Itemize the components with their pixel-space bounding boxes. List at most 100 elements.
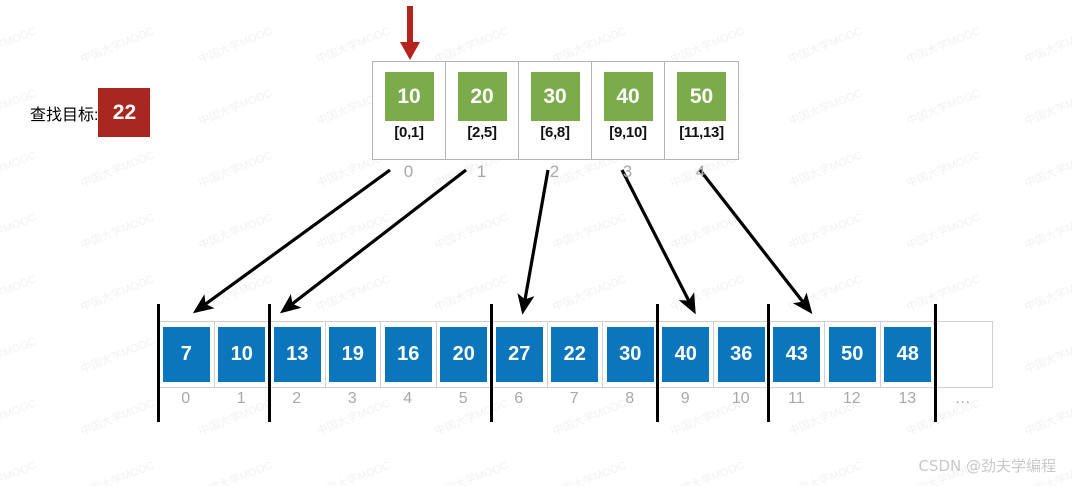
index-block-cell[interactable]: 20[2,5] — [446, 62, 519, 159]
watermark-tile: 中国大学MOOC — [787, 211, 865, 252]
watermark-tile: 中国大学MOOC — [432, 0, 511, 5]
segment-separator — [933, 304, 937, 422]
data-array-index-label: 3 — [347, 390, 357, 407]
index-block-cell[interactable]: 50 [11,13] — [665, 62, 738, 159]
data-array-index-label: 1 — [236, 390, 246, 407]
watermark-tile: 中国大学MOOC — [0, 459, 39, 486]
watermark-tile: 中国大学MOOC — [0, 397, 39, 438]
link-arrow-block2 — [517, 169, 550, 315]
data-array-index-label: 0 — [181, 390, 191, 407]
target-pointer-arrow-icon — [400, 6, 420, 60]
index-block-index-label: 0 — [403, 162, 414, 181]
data-array-cell[interactable]: 36 — [714, 322, 770, 387]
watermark-tile: 中国大学MOOC — [787, 87, 865, 128]
segment-separator — [267, 304, 271, 422]
data-array-cell[interactable]: 22 — [548, 322, 603, 387]
watermark-tile: 中国大学MOOC — [78, 0, 157, 5]
data-array-index-label: 4 — [403, 390, 413, 407]
watermark-tile: 中国大学MOOC — [79, 211, 157, 252]
data-array-index-label: 12 — [842, 390, 861, 407]
data-array-cell[interactable]: 40 — [659, 322, 714, 387]
watermark-tile: 中国大学MOOC — [197, 87, 275, 128]
watermark-tile: 中国大学MOOC — [433, 273, 511, 314]
index-block-value: 40 — [603, 72, 653, 121]
watermark-tile: 中国大学MOOC — [551, 459, 629, 486]
data-array-cell[interactable]: 27 — [492, 322, 548, 387]
index-block-cell[interactable]: 40 [9,10] — [592, 62, 665, 159]
link-arrow-block1 — [279, 168, 467, 314]
watermark-tile: 中国大学MOOC — [905, 211, 983, 252]
watermark-tile: 中国大学MOOC — [433, 211, 511, 252]
index-block-index-label: 3 — [622, 162, 633, 181]
segment-separator — [156, 304, 160, 422]
data-array-value: 43 — [773, 327, 821, 382]
watermark-tile: 中国大学MOOC — [669, 211, 747, 252]
data-array-cell[interactable] — [936, 322, 992, 387]
watermark-tile: 中国大学MOOC — [905, 149, 983, 190]
watermark-tile: 中国大学MOOC — [315, 459, 393, 486]
watermark-tile: 中国大学MOOC — [904, 0, 983, 5]
data-array-cell[interactable]: 43 — [770, 322, 825, 387]
data-array-index-label: 5 — [458, 390, 468, 407]
watermark-tile: 中国大学MOOC — [197, 459, 275, 486]
index-block-array: 10 [0,1] 20[2,5]30[6,8]40 [9,10] 50 [11,13] — [372, 61, 739, 160]
watermark-tile: 中国大学MOOC — [1023, 149, 1072, 190]
watermark-tile: 中国大学MOOC — [79, 149, 157, 190]
index-block-cell[interactable]: 30[6,8] — [519, 62, 592, 159]
data-array-value: 40 — [662, 327, 710, 382]
data-array-value: 20 — [440, 327, 488, 382]
index-block-range-label: [11,13] — [679, 124, 724, 141]
data-array-cell[interactable]: 7 — [159, 322, 215, 387]
search-target-label: 查找目标: — [30, 106, 99, 124]
data-array-cell[interactable]: 20 — [437, 322, 492, 387]
index-block-cell[interactable]: 10 [0,1] — [373, 62, 446, 159]
data-array-index-label: 7 — [569, 390, 579, 407]
data-array-value: 22 — [551, 327, 599, 382]
data-array-value: 19 — [329, 327, 377, 382]
watermark-tile: 中国大学MOOC — [0, 149, 39, 190]
watermark-tile: 中国大学MOOC — [787, 149, 865, 190]
index-block-range-label: [0,1] — [394, 124, 424, 141]
watermark-tile: 中国大学MOOC — [905, 87, 983, 128]
link-arrow-block0 — [192, 168, 391, 314]
data-array-index-label: 8 — [625, 390, 635, 407]
watermark-tile: 中国大学MOOC — [1023, 335, 1072, 376]
data-array-cell[interactable]: 19 — [326, 322, 381, 387]
watermark-tile: 中国大学MOOC — [197, 25, 275, 66]
data-array-cell[interactable]: 48 — [881, 322, 936, 387]
index-block-index-label: 4 — [695, 162, 706, 181]
data-array-value: 7 — [162, 327, 210, 382]
data-array-cell[interactable]: 50 — [825, 322, 881, 387]
watermark-tile: 中国大学MOOC — [315, 273, 393, 314]
data-array-value: 48 — [884, 327, 932, 382]
index-block-value: 50 — [677, 72, 726, 121]
data-array-cell[interactable]: 13 — [270, 322, 326, 387]
segment-separator — [656, 304, 659, 422]
index-block-range-label: [9,10] — [609, 124, 647, 141]
data-array-index-label: 11 — [787, 390, 805, 407]
data-array-value: 13 — [273, 327, 321, 382]
watermark-tile: 中国大学MOOC — [79, 397, 157, 438]
watermark-tile: 中国大学MOOC — [551, 273, 629, 314]
index-block-value: 10 — [384, 72, 434, 121]
watermark-tile: 中国大学MOOC — [1023, 211, 1072, 252]
credit-watermark: CSDN @劲夫学编程 — [918, 457, 1056, 475]
data-array-value: 16 — [384, 327, 432, 382]
data-array-cell[interactable]: 16 — [381, 322, 437, 387]
index-block-index-label: 1 — [476, 162, 487, 181]
data-array-value: 10 — [218, 327, 266, 382]
watermark-tile: 中国大学MOOC — [79, 335, 157, 376]
watermark-tile: 中国大学MOOC — [0, 335, 39, 376]
watermark-tile: 中国大学MOOC — [197, 273, 275, 314]
watermark-tile: 中国大学MOOC — [905, 273, 983, 314]
link-arrow-block3 — [620, 169, 696, 315]
watermark-tile: 中国大学MOOC — [314, 0, 393, 5]
data-array-cell[interactable]: 30 — [603, 322, 659, 387]
data-array-value: 36 — [717, 327, 765, 382]
data-array-cell[interactable]: 10 — [215, 322, 270, 387]
data-array-value: 50 — [828, 327, 876, 382]
